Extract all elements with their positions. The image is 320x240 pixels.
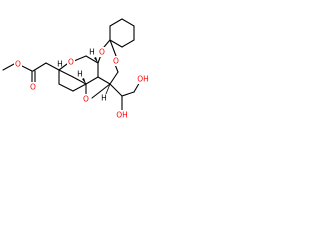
ester-o-methoxy: O [15,60,21,69]
ring-o-lower: O [83,95,89,104]
stereo-h-top: H [89,48,95,57]
ring-o-upper: O [68,58,74,67]
bond [45,62,60,71]
bond [32,62,47,72]
stereo-h-ring: H [57,60,63,69]
hydroxyl-secondary: OH [116,111,128,120]
bond [109,83,123,97]
bond [58,69,74,78]
bond [58,63,68,71]
bond [109,39,117,57]
bond [109,39,123,48]
stereo-h-lower: H [101,94,107,103]
dioxolane-o-right: O [113,57,119,66]
bond [85,76,99,85]
bond [21,65,33,72]
hydroxyl-terminal: OH [137,75,149,84]
atom-bg [115,110,129,120]
stereo-wedge [94,57,98,63]
bond [109,18,123,27]
bond [103,39,111,48]
bond [91,83,111,99]
bond [85,55,99,64]
atom-bg [98,47,106,57]
bond [109,71,119,85]
atom-bg [29,82,37,92]
atom-bg [14,59,22,69]
atom-bg [67,57,75,67]
atom-bg [112,56,120,66]
bond [121,91,135,97]
bond [58,83,74,92]
bond [121,39,135,48]
stereo-h-mid: H [77,70,83,79]
bond [73,55,87,62]
atom-bg [136,74,150,84]
bond [121,18,135,27]
ester-o-carbonyl: O [30,83,36,92]
bond [72,83,87,92]
stereo-hash [105,83,111,95]
molecule-structure: O O O O O O OH OH H H H H [2,18,150,120]
stereo-wedge [82,78,86,84]
bond [2,63,15,71]
dioxolane-o-left: O [99,48,105,57]
bond [97,76,111,85]
atom-bg [82,94,90,104]
bond [72,76,87,85]
